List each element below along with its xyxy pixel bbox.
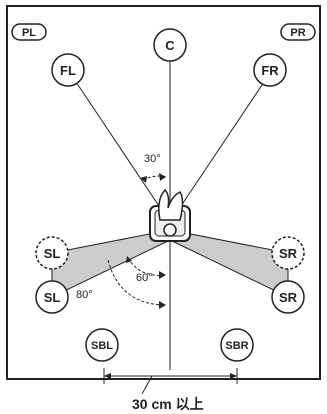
angle-arc-80 bbox=[107, 259, 167, 306]
speaker-surround-back-right-label: SBR bbox=[225, 340, 248, 352]
corner-right-label: PR bbox=[290, 27, 305, 39]
speaker-surround-right-upper: SR bbox=[271, 236, 305, 270]
corner-left-badge: PL bbox=[11, 23, 47, 41]
speaker-surround-back-left-label: SBL bbox=[91, 340, 113, 352]
angle-label-front: 30° bbox=[144, 153, 161, 165]
corner-right-badge: PR bbox=[280, 23, 316, 41]
speaker-center-label: C bbox=[165, 38, 175, 53]
arrowhead bbox=[230, 373, 237, 379]
listener-seat-icon bbox=[149, 188, 191, 242]
speaker-front-left: FL bbox=[51, 53, 85, 87]
speaker-surround-right-upper-label: SR bbox=[279, 246, 298, 261]
angle-label-surround-near: 60° bbox=[136, 272, 153, 284]
arrowhead bbox=[140, 176, 147, 183]
room-outline bbox=[6, 5, 321, 380]
speaker-surround-right-label: SR bbox=[279, 290, 298, 305]
front-left-line bbox=[69, 72, 166, 216]
speaker-center: C bbox=[153, 28, 187, 62]
speaker-front-left-label: FL bbox=[60, 63, 76, 78]
arrowhead bbox=[159, 271, 166, 279]
speaker-surround-right: SR bbox=[271, 280, 305, 314]
corner-left-label: PL bbox=[22, 27, 36, 39]
speaker-surround-left-upper-label: SL bbox=[44, 246, 61, 261]
distance-leader-line bbox=[141, 375, 153, 395]
speaker-front-right-label: FR bbox=[261, 63, 279, 78]
speaker-surround-back-left: SBL bbox=[85, 328, 119, 362]
speaker-surround-left-upper: SL bbox=[35, 236, 69, 270]
speaker-surround-left: SL bbox=[35, 280, 69, 314]
speaker-front-right: FR bbox=[253, 53, 287, 87]
arrowhead bbox=[126, 256, 132, 263]
front-right-line bbox=[174, 72, 271, 216]
angle-label-surround-far: 80° bbox=[76, 289, 93, 301]
speaker-surround-back-right: SBR bbox=[220, 328, 254, 362]
speaker-surround-left-label: SL bbox=[44, 290, 61, 305]
arrowhead bbox=[104, 373, 111, 379]
arrowhead bbox=[159, 301, 166, 309]
distance-label: 30 cm 以上 bbox=[132, 396, 204, 412]
arrowhead bbox=[159, 173, 166, 181]
